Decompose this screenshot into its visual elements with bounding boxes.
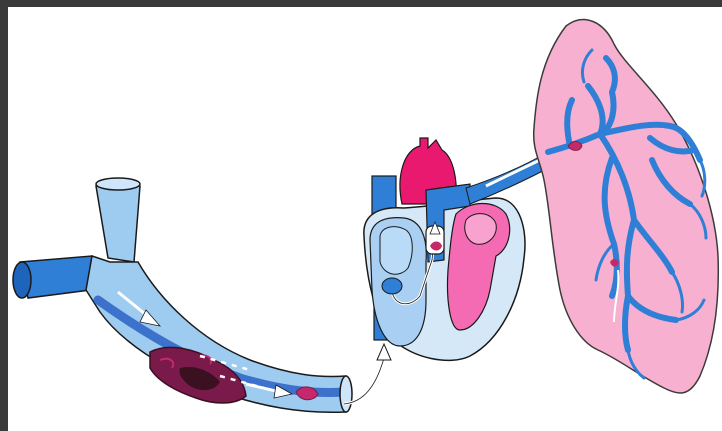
vein-upper-opening xyxy=(96,178,140,190)
lung xyxy=(534,20,719,393)
diagram-canvas xyxy=(8,7,722,431)
tricuspid-valve xyxy=(382,278,402,294)
heart xyxy=(364,138,525,360)
left-atrium-inner xyxy=(465,214,497,245)
vein-end-opening xyxy=(340,376,352,412)
right-atrium-inner xyxy=(380,227,412,275)
vein-side-branch-opening xyxy=(13,262,31,298)
embolism-diagram xyxy=(8,7,722,431)
vein-upper-tributary xyxy=(96,182,140,263)
arrow-vein-to-heart-head xyxy=(377,344,391,360)
